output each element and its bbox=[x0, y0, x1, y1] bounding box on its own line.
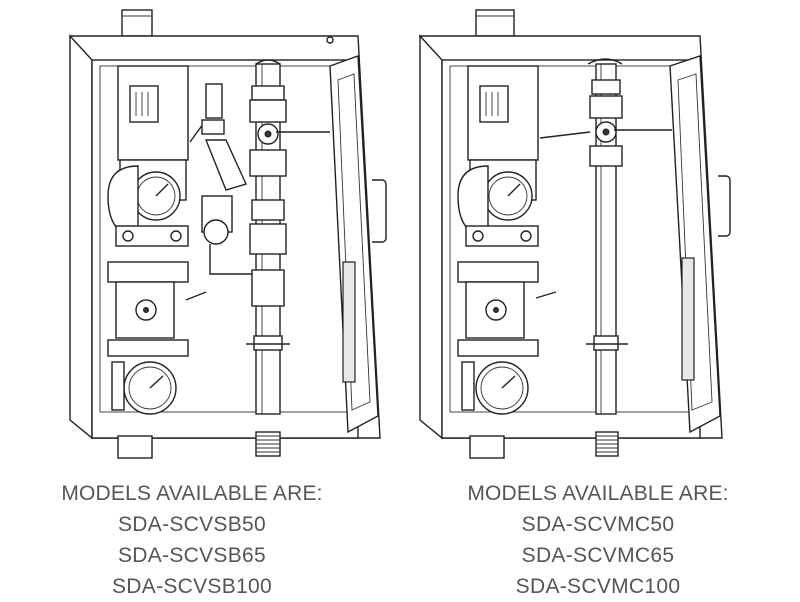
valve-cabinet-sb-drawing bbox=[69, 9, 387, 459]
model-item: SDA-SCVSB100 bbox=[111, 575, 272, 598]
model-item: SDA-SCVMC65 bbox=[521, 544, 675, 567]
valve-cabinet-mc-drawing bbox=[419, 9, 731, 459]
right-panel: MODELS AVAILABLE ARE: SDA-SCVMC50 SDA-SC… bbox=[400, 0, 800, 600]
models-caption-mc: MODELS AVAILABLE ARE: SDA-SCVMC50 SDA-SC… bbox=[398, 478, 798, 602]
models-heading: MODELS AVAILABLE ARE: bbox=[61, 482, 323, 505]
left-panel: MODELS AVAILABLE ARE: SDA-SCVSB50 SDA-SC… bbox=[0, 0, 400, 600]
model-item: SDA-SCVMC100 bbox=[515, 575, 681, 598]
model-item: SDA-SCVSB65 bbox=[117, 544, 267, 567]
model-item: SDA-SCVMC50 bbox=[521, 513, 675, 536]
model-item: SDA-SCVSB50 bbox=[117, 513, 267, 536]
models-caption-sb: MODELS AVAILABLE ARE: SDA-SCVSB50 SDA-SC… bbox=[0, 478, 392, 602]
models-heading: MODELS AVAILABLE ARE: bbox=[467, 482, 729, 505]
